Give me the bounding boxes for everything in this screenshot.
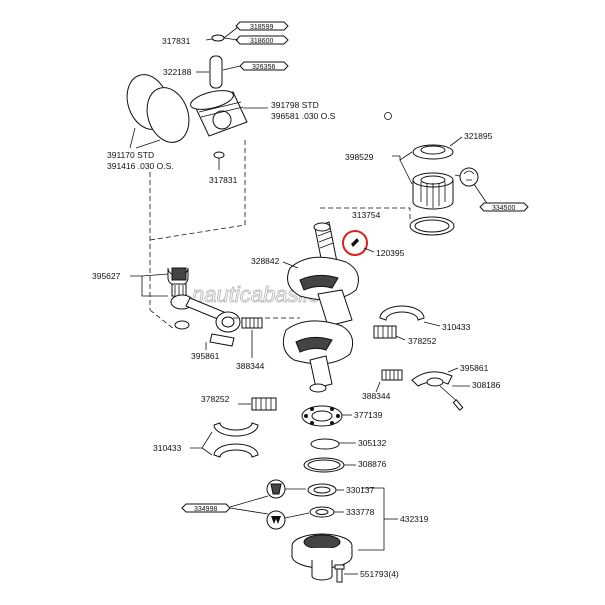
tag-334500-icon — [479, 202, 529, 212]
needle-set-icon — [251, 397, 277, 411]
label-317831-top: 317831 — [162, 36, 191, 46]
label-305132: 305132 — [358, 438, 387, 448]
label-377139: 377139 — [354, 410, 383, 420]
label-388344-right: 388344 — [362, 391, 391, 401]
crankshaft-icon — [282, 221, 359, 393]
label-334500: 334500 — [492, 205, 515, 212]
label-330137: 330137 — [346, 485, 375, 495]
bearing-housing-icon — [291, 533, 353, 581]
label-432319: 432319 — [400, 514, 429, 524]
tag-318599-icon — [235, 21, 289, 31]
wrist-pin-icon — [209, 55, 223, 89]
bearing-half-icon — [213, 422, 259, 437]
label-318600: 318600 — [250, 38, 273, 45]
label-378252-left: 378252 — [201, 394, 230, 404]
clip-icon — [213, 151, 225, 159]
label-395627: 395627 — [92, 271, 121, 281]
label-328842: 328842 — [251, 256, 280, 266]
connecting-rod-icon — [170, 294, 241, 347]
label-333778: 333778 — [346, 507, 375, 517]
lube-icon — [459, 167, 479, 187]
label-378252-right: 378252 — [408, 336, 437, 346]
label-398529: 398529 — [345, 152, 374, 162]
label-321895: 321895 — [464, 131, 493, 141]
woodruff-key-icon — [351, 238, 359, 247]
label-551793: 551793(4) — [360, 569, 399, 579]
needle-set-icon — [381, 369, 403, 381]
label-317831-bottom: 317831 — [209, 175, 238, 185]
label-391416: 391416 .030 O.S. — [107, 161, 174, 171]
clip-icon — [211, 34, 225, 42]
label-395861-left: 395861 — [191, 351, 220, 361]
label-313754: 313754 — [352, 210, 381, 220]
piston-ring-icon — [146, 87, 190, 143]
retaining-ring-icon — [310, 438, 340, 450]
screw-icon — [452, 399, 464, 411]
highlight-circle — [342, 230, 368, 256]
tag-334998-icon — [181, 503, 231, 513]
label-334998: 334998 — [194, 506, 217, 513]
label-396581: 396581 .030 O.S — [271, 111, 336, 121]
circled-s-icon — [384, 112, 392, 120]
label-308876: 308876 — [358, 459, 387, 469]
label-310433-right: 310433 — [442, 322, 471, 332]
bearing-half-icon — [379, 305, 425, 321]
label-322188: 322188 — [163, 67, 192, 77]
label-318599: 318599 — [250, 24, 273, 31]
needle-set-icon — [241, 317, 263, 329]
lube-icon — [266, 510, 286, 530]
needle-set-icon — [373, 325, 397, 339]
label-395861-right: 395861 — [460, 363, 489, 373]
bearing-half-icon — [213, 443, 259, 458]
label-391798: 391798 STD — [271, 100, 319, 110]
label-388344-left: 388344 — [236, 361, 265, 371]
label-120395: 120395 — [376, 248, 405, 258]
label-308186: 308186 — [472, 380, 501, 390]
label-326356: 326356 — [252, 64, 275, 71]
label-310433-left: 310433 — [153, 443, 182, 453]
label-391170: 391170 STD — [107, 150, 154, 160]
bolt-icon — [336, 567, 343, 583]
